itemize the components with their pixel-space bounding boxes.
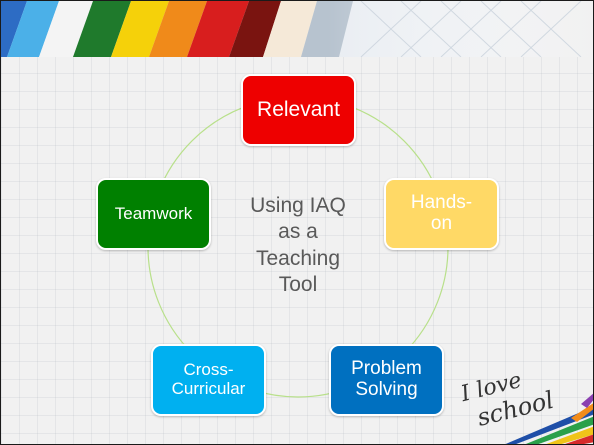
node-teamwork: Teamwork [96, 178, 211, 250]
node-teamwork-label: Teamwork [114, 203, 193, 223]
node-problem-solving-label: Problem Solving [351, 358, 422, 400]
node-relevant-label: Relevant [257, 98, 340, 122]
node-relevant: Relevant [241, 74, 356, 146]
node-hands-on-label: Hands- on [410, 192, 473, 234]
i-love-school-art: I love school [458, 368, 593, 444]
node-cross-curricular-label: Cross- Curricular [171, 360, 246, 398]
node-hands-on: Hands- on [384, 178, 499, 250]
node-problem-solving: Problem Solving [329, 344, 444, 416]
pencil-banner [1, 1, 593, 57]
center-title: Using IAQ as a Teaching Tool [250, 194, 346, 296]
node-cross-curricular: Cross- Curricular [151, 344, 266, 416]
